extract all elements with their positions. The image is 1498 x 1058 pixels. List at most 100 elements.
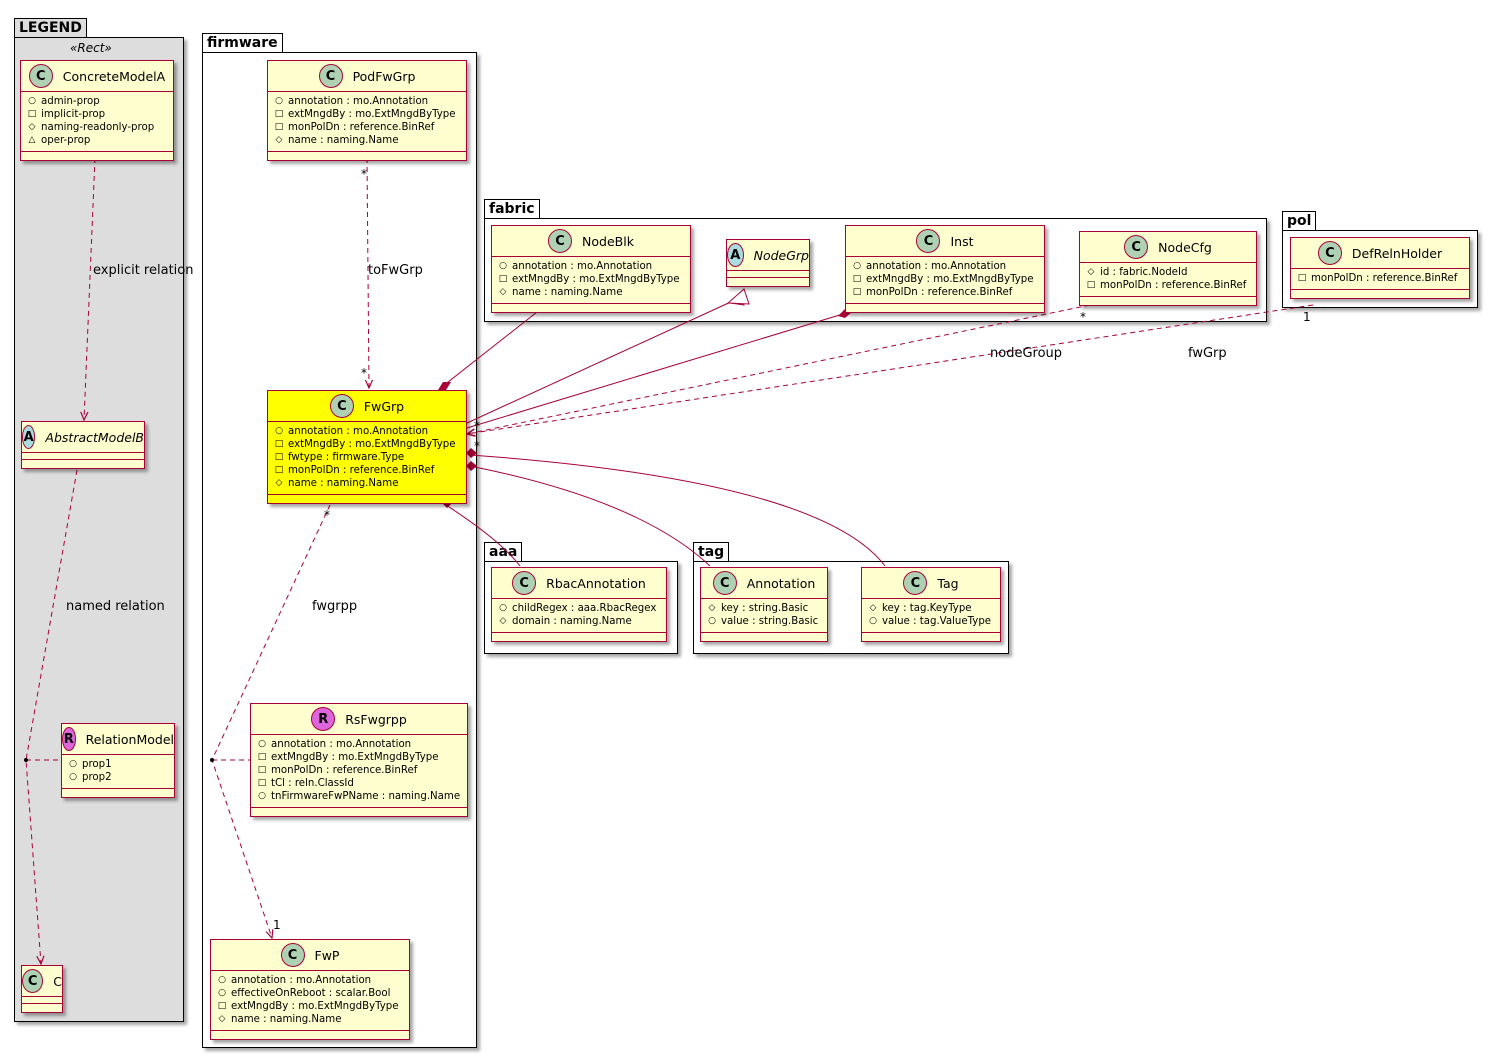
attribute-text: annotation : mo.Annotation — [288, 96, 429, 107]
attribute-row: ◇key : tag.KeyType — [868, 602, 994, 615]
attribute-row: ◇ id : fabric.NodeId — [1086, 266, 1250, 279]
attribute-text: id : fabric.NodeId — [1100, 267, 1188, 278]
protected-visibility-icon: ◇ — [1087, 267, 1095, 277]
pol-package-tab: pol — [1282, 211, 1317, 230]
attribute-row: ○annotation : mo.Annotation — [852, 260, 1038, 273]
package-visibility-icon: △ — [28, 135, 36, 145]
attribute-row: □extMngdBy : mo.ExtMngdByType — [274, 438, 460, 451]
attribute-text: extMngdBy : mo.ExtMngdByType — [231, 1001, 399, 1012]
attribute-row: ○annotation : mo.Annotation — [217, 974, 403, 987]
class-name: Tag — [937, 575, 959, 591]
class-methods — [62, 789, 174, 797]
attribute-row: □extMngdBy : mo.ExtMngdByType — [852, 273, 1038, 286]
class-type-c-icon: C — [712, 571, 737, 595]
attribute-row: ○prop1 — [68, 758, 168, 771]
class-name: AbstractModelB — [45, 429, 144, 445]
class-attributes: ◇key : tag.KeyType○value : tag.ValueType — [862, 599, 1000, 633]
class-methods — [701, 633, 827, 641]
private-visibility-icon: □ — [1297, 273, 1307, 283]
private-visibility-icon: □ — [217, 1001, 227, 1011]
private-visibility-icon: □ — [257, 752, 267, 762]
public-visibility-icon: ○ — [869, 616, 877, 626]
edge-nodecfg-fwgrp — [467, 304, 1091, 434]
class-attributes: ◇key : string.Basic○value : string.Basic — [701, 599, 827, 633]
attribute-text: extMngdBy : mo.ExtMngdByType — [512, 274, 680, 285]
class-methods — [22, 460, 144, 468]
private-visibility-icon: □ — [852, 274, 862, 284]
class-name: RsFwgrpp — [345, 711, 407, 727]
attribute-text: annotation : mo.Annotation — [271, 739, 412, 750]
attribute-row: □monPolDn : reference.BinRef — [274, 464, 460, 477]
public-visibility-icon: ○ — [853, 261, 861, 271]
class-attributes: ○admin-prop□implicit-prop◇naming-readonl… — [21, 92, 173, 152]
legend-stereotype: «Rect» — [70, 41, 112, 55]
attribute-row: ◇naming-readonly-prop — [27, 121, 167, 134]
label-fw-grp: fwGrp — [1188, 346, 1227, 361]
class-header: A NodeGrp — [727, 240, 809, 271]
attribute-row: □monPolDn : reference.BinRef — [274, 121, 460, 134]
attribute-text: extMngdBy : mo.ExtMngdByType — [288, 109, 456, 120]
attribute-row: □ extMngdBy : mo.ExtMngdByType — [257, 751, 461, 764]
legend-package — [14, 37, 184, 1022]
class-type-c-icon: C — [22, 969, 44, 993]
class-type-c-icon: C — [329, 394, 354, 418]
attribute-text: fwtype : firmware.Type — [288, 452, 405, 463]
attribute-text: prop2 — [82, 772, 112, 783]
attribute-text: name : naming.Name — [512, 287, 623, 298]
public-visibility-icon: ○ — [258, 739, 266, 749]
attribute-text: extMngdBy : mo.ExtMngdByType — [271, 752, 439, 763]
class-name: ConcreteModelA — [62, 68, 166, 84]
attribute-row: ○value : string.Basic — [707, 615, 821, 628]
mult-fwgrp-right-1: * — [474, 419, 480, 433]
class-methods — [268, 152, 466, 160]
class-type-c-icon: C — [548, 229, 573, 253]
attribute-text: effectiveOnReboot : scalar.Bool — [231, 988, 391, 999]
class-node-grp[interactable]: A NodeGrp — [726, 239, 810, 287]
firmware-package — [202, 52, 477, 1048]
attribute-text: childRegex : aaa.RbacRegex — [512, 603, 657, 614]
attribute-text: naming-readonly-prop — [41, 122, 155, 133]
private-visibility-icon: □ — [274, 452, 284, 462]
aaa-package-tab: aaa — [484, 542, 523, 561]
public-visibility-icon: ○ — [275, 96, 283, 106]
class-name: NodeGrp — [753, 247, 809, 263]
class-type-c-icon: C — [916, 229, 941, 253]
class-attributes: ○childRegex : aaa.RbacRegex◇domain : nam… — [492, 599, 666, 633]
attribute-text: monPolDn : reference.BinRef — [866, 287, 1013, 298]
attribute-text: name : naming.Name — [288, 135, 399, 146]
mult-fwgrp-right-2: * — [474, 439, 480, 453]
attribute-row: □tCl : reln.ClassId — [257, 777, 461, 790]
class-type-a-icon: A — [727, 243, 744, 267]
label-fwgrpp: fwgrpp — [312, 599, 357, 614]
mult-podfwgrp: * — [361, 167, 367, 181]
attribute-text: tCl : reln.ClassId — [271, 778, 354, 789]
class-methods — [727, 278, 809, 286]
attribute-row: △oper-prop — [27, 134, 167, 147]
attribute-text: prop1 — [82, 759, 112, 770]
attribute-row: ○prop2 — [68, 771, 168, 784]
attribute-row: ◇key : string.Basic — [707, 602, 821, 615]
attribute-text: value : string.Basic — [721, 616, 819, 627]
